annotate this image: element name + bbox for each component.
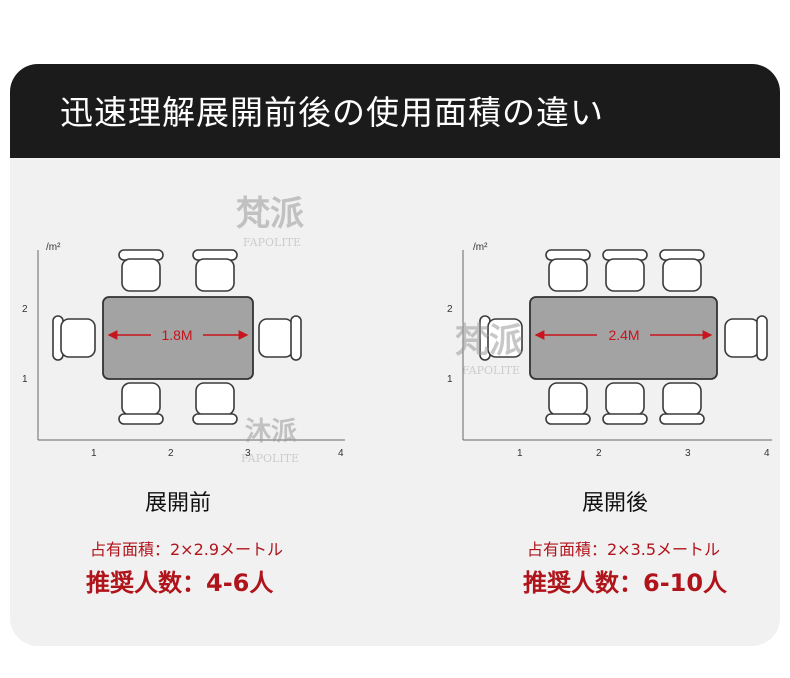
axis-unit-label: /m² xyxy=(46,242,61,253)
header-bar: 迅速理解展開前後の使用面積の違い xyxy=(10,64,780,158)
x-tick-label: 2 xyxy=(168,448,174,459)
page-title: 迅速理解展開前後の使用面積の違い xyxy=(60,93,604,132)
layout-after: /m² 2 1 1 2 3 4 2.4M 梵派 FAPOLITE xyxy=(447,242,772,459)
x-tick-label: 4 xyxy=(338,448,344,459)
watermark-brand: 梵派 xyxy=(455,321,523,361)
chair xyxy=(192,249,238,292)
table-collapsed xyxy=(102,296,254,380)
chair xyxy=(659,249,705,292)
dimension-label: 1.8M xyxy=(161,327,192,343)
watermark-brand-en: FAPOLITE xyxy=(462,364,520,377)
people-text-before: 推奨人数：4-6人 xyxy=(86,569,274,597)
watermark-brand-en: FAPOLITE xyxy=(241,452,299,465)
chair xyxy=(118,382,164,425)
table-extended xyxy=(529,296,718,380)
x-tick-label: 1 xyxy=(91,448,97,459)
x-tick-label: 4 xyxy=(764,448,770,459)
chair xyxy=(192,382,238,425)
x-tick-label: 2 xyxy=(596,448,602,459)
chair xyxy=(258,315,302,361)
x-tick-label: 1 xyxy=(517,448,523,459)
area-text-before: 占有面積：2×2.9メートル xyxy=(90,540,284,559)
watermark-brand: 梵派 xyxy=(236,194,304,234)
chair xyxy=(545,249,591,292)
y-tick-label: 1 xyxy=(22,374,28,385)
caption-after: 展開後 xyxy=(582,491,649,516)
y-tick-label: 2 xyxy=(22,304,28,315)
chair xyxy=(545,382,591,425)
area-text-after: 占有面積：2×3.5メートル xyxy=(527,540,721,559)
chair xyxy=(52,315,96,361)
chair xyxy=(118,249,164,292)
chair xyxy=(602,249,648,292)
dimension-label: 2.4M xyxy=(608,327,639,343)
people-text-after: 推奨人数：6-10人 xyxy=(523,569,728,597)
x-tick-label: 3 xyxy=(685,448,691,459)
x-tick-label: 3 xyxy=(245,448,251,459)
chair xyxy=(659,382,705,425)
chair xyxy=(602,382,648,425)
axis-unit-label: /m² xyxy=(473,242,488,253)
y-tick-label: 1 xyxy=(447,374,453,385)
chair xyxy=(724,315,768,361)
watermark-brand: 沐派 xyxy=(245,417,297,447)
layout-before: 梵派 FAPOLITE /m² 2 1 1 2 3 4 1.8M 沐派 FAPO… xyxy=(22,194,345,465)
caption-before: 展開前 xyxy=(145,491,212,516)
watermark-brand-en: FAPOLITE xyxy=(243,236,301,249)
y-tick-label: 2 xyxy=(447,304,453,315)
